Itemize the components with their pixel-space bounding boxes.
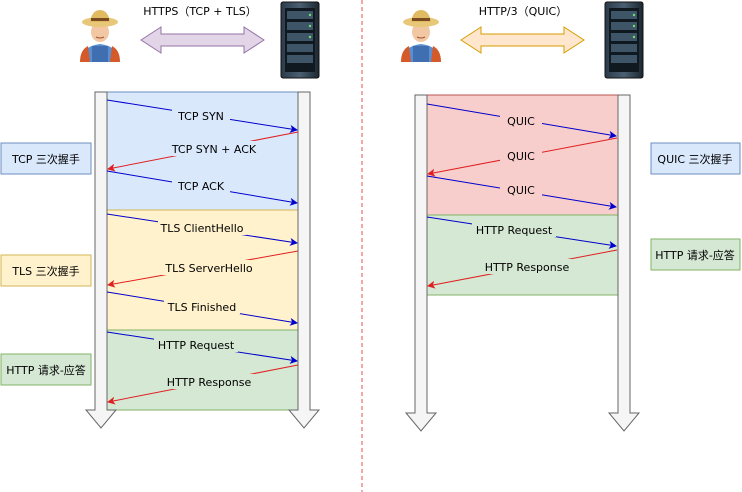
tls-finished-label: TLS Finished: [167, 301, 236, 314]
tls-serverhello-label: TLS ServerHello: [164, 262, 253, 275]
tcp-syn-label: TCP SYN: [177, 110, 224, 123]
tls-clienthello-label: TLS ClientHello: [159, 222, 243, 235]
left-header: HTTPS（TCP + TLS）: [79, 1, 320, 79]
quic-handshake-tag: QUIC 三次握手: [650, 142, 741, 175]
left-title: HTTPS（TCP + TLS）: [143, 5, 257, 18]
client-farmer-icon-right: [400, 9, 442, 63]
right-header: HTTP/3（QUIC）: [400, 1, 644, 79]
quic-handshake-label: QUIC 三次握手: [657, 152, 732, 166]
server-lifeline-right: [607, 94, 641, 432]
quic-3-label: QUIC: [507, 184, 535, 197]
right-double-arrow: [460, 26, 585, 54]
quic-1-label: QUIC: [507, 115, 535, 128]
tcp-handshake-tag: TCP 三次握手: [0, 142, 92, 175]
quic-2-label: QUIC: [507, 150, 535, 163]
tcp-ack-label: TCP ACK: [177, 180, 225, 193]
server-rack-icon-right: [604, 1, 644, 79]
tls-handshake-label: TLS 三次握手: [11, 264, 79, 278]
http-exchange-label-right: HTTP 请求-应答: [655, 248, 735, 262]
tcp-synack-label: TCP SYN + ACK: [171, 143, 257, 156]
http-response-label-left: HTTP Response: [167, 376, 252, 389]
http-exchange-label-left: HTTP 请求-应答: [6, 363, 86, 377]
http-request-label-right: HTTP Request: [476, 224, 553, 237]
tcp-handshake-label: TCP 三次握手: [11, 152, 80, 166]
http-exchange-tag-left: HTTP 请求-应答: [0, 353, 92, 386]
server-rack-icon: [280, 1, 320, 79]
right-title: HTTP/3（QUIC）: [479, 5, 568, 18]
http-request-label-left: HTTP Request: [158, 339, 235, 352]
client-lifeline-left: [84, 91, 118, 429]
client-lifeline-right: [404, 94, 438, 432]
tls-handshake-tag: TLS 三次握手: [0, 254, 92, 287]
client-farmer-icon: [79, 9, 121, 63]
left-double-arrow: [140, 26, 265, 54]
http-exchange-tag-right: HTTP 请求-应答: [650, 238, 741, 271]
http-response-label-right: HTTP Response: [485, 261, 570, 274]
server-lifeline-left: [287, 91, 321, 429]
